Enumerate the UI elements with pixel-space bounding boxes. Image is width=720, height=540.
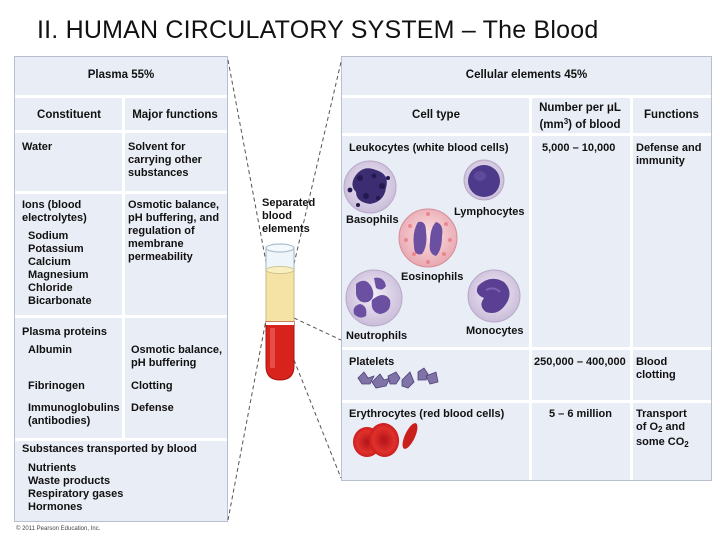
slide-title: II. HUMAN CIRCULATORY SYSTEM – The Blood bbox=[37, 16, 599, 44]
leukocytes-label: Leukocytes (white blood cells) bbox=[349, 142, 509, 154]
albumin-label: Albumin bbox=[28, 344, 72, 356]
ion-potassium: Potassium bbox=[28, 243, 84, 255]
separated-elements-label: Separated blood elements bbox=[262, 197, 316, 235]
copyright-notice: © 2011 Pearson Education, Inc. bbox=[16, 526, 101, 532]
basophils-label: Basophils bbox=[346, 214, 399, 226]
cell-type-column-header: Cell type bbox=[412, 109, 460, 121]
water-function: Solvent for carrying other substances bbox=[128, 141, 202, 179]
ions-function: Osmotic balance, pH buffering, and regul… bbox=[128, 199, 220, 263]
functions-column-header: Functions bbox=[644, 109, 699, 121]
test-tube-icon bbox=[265, 243, 295, 381]
ion-chloride: Chloride bbox=[28, 282, 73, 294]
connector-lines bbox=[227, 59, 342, 521]
ion-magnesium: Magnesium bbox=[28, 269, 89, 281]
platelets-number: 250,000 – 400,000 bbox=[534, 356, 626, 368]
immunoglobulins-function: Defense bbox=[131, 402, 174, 414]
lymphocytes-label: Lymphocytes bbox=[454, 206, 525, 218]
transported-gases: Respiratory gases bbox=[28, 488, 124, 500]
transported-hormones: Hormones bbox=[28, 501, 83, 513]
ions-label: Ions (blood electrolytes) bbox=[22, 199, 87, 224]
monocytes-label: Monocytes bbox=[466, 325, 524, 337]
plasma-proteins-label: Plasma proteins bbox=[22, 326, 107, 338]
cellular-panel: Cellular elements 45% Cell type Number p… bbox=[341, 56, 712, 481]
leukocytes-number: 5,000 – 10,000 bbox=[542, 142, 616, 154]
water-label: Water bbox=[22, 141, 53, 153]
fibrinogen-function: Clotting bbox=[131, 380, 173, 392]
eosinophils-label: Eosinophils bbox=[401, 271, 464, 283]
fibrinogen-label: Fibrinogen bbox=[28, 380, 85, 392]
erythrocytes-label: Erythrocytes (red blood cells) bbox=[349, 408, 505, 420]
major-functions-column-header: Major functions bbox=[132, 109, 218, 121]
ion-calcium: Calcium bbox=[28, 256, 71, 268]
platelets-function: Blood clotting bbox=[636, 356, 676, 381]
ion-sodium: Sodium bbox=[28, 230, 69, 242]
number-column-header: Number per μL (mm3) of blood bbox=[539, 102, 621, 131]
erythrocytes-function: Transport of O2 and some CO2 bbox=[636, 408, 689, 449]
neutrophils-label: Neutrophils bbox=[346, 330, 408, 342]
immunoglobulins-label: Immunoglobulins (antibodies) bbox=[28, 402, 120, 427]
albumin-function: Osmotic balance, pH buffering bbox=[131, 344, 223, 369]
erythrocytes-number: 5 – 6 million bbox=[549, 408, 612, 420]
constituent-column-header: Constituent bbox=[37, 109, 101, 121]
plasma-header: Plasma 55% bbox=[87, 69, 155, 81]
ion-bicarbonate: Bicarbonate bbox=[28, 295, 92, 307]
leukocytes-function: Defense and immunity bbox=[636, 142, 702, 167]
platelets-label: Platelets bbox=[349, 356, 395, 368]
transported-nutrients: Nutrients bbox=[28, 462, 77, 474]
transported-waste: Waste products bbox=[28, 475, 111, 487]
cellular-header: Cellular elements 45% bbox=[465, 69, 588, 81]
plasma-panel: Plasma 55% Constituent Major functions W… bbox=[14, 56, 228, 522]
transported-label: Substances transported by blood bbox=[22, 443, 197, 455]
